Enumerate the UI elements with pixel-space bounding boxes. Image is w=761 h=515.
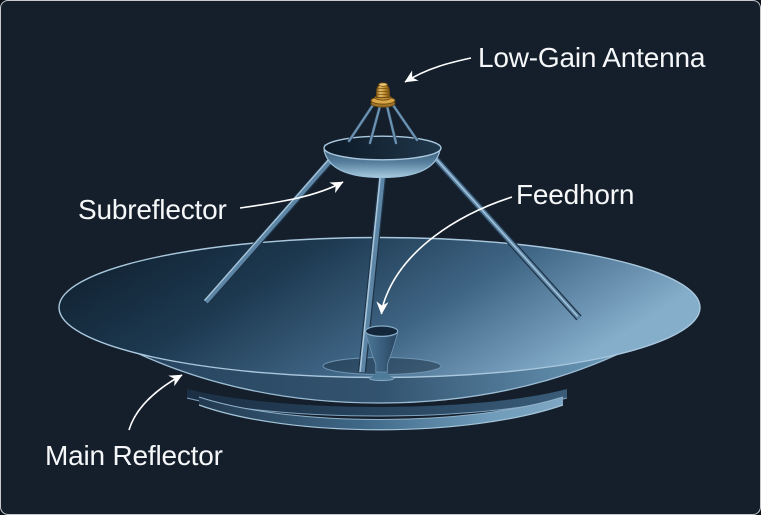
main-reflector-rim-band [58, 306, 701, 404]
subreflector-disc [323, 135, 442, 161]
subreflector-leader-line [239, 181, 344, 209]
feedhorn-leader-line [376, 196, 513, 315]
support-leg-right [433, 156, 582, 321]
low-gain-antenna-assembly [370, 82, 396, 108]
support-leg-left [203, 157, 334, 305]
label-subreflector: Subreflector [78, 194, 227, 225]
label-low-gain-antenna: Low-Gain Antenna [478, 42, 706, 73]
pedestal-base [198, 396, 564, 431]
leader-lines [128, 57, 513, 431]
label-main-reflector: Main Reflector [45, 440, 223, 471]
antenna-struts [347, 103, 419, 145]
label-feedhorn: Feedhorn [516, 179, 635, 210]
central-mast [358, 168, 387, 373]
feedhorn-cone [364, 325, 399, 382]
main-reflector-leader-line [128, 374, 183, 431]
low-gain-antenna-leader-line [404, 57, 472, 83]
